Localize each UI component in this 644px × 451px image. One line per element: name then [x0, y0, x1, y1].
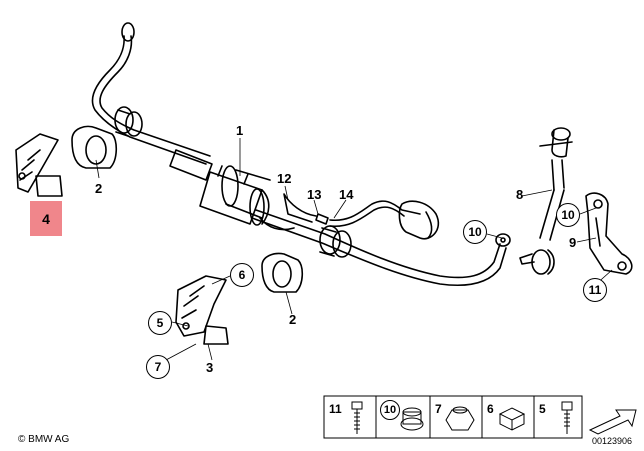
- callout-3: 3: [206, 360, 214, 375]
- document-number: 00123906: [592, 436, 633, 446]
- highlighted-part-4-label[interactable]: 4: [30, 201, 62, 236]
- bushing-upper: [71, 125, 118, 169]
- actuator: [169, 149, 271, 226]
- stabilizer-bar: [91, 22, 511, 287]
- bolt-5-icon: [561, 401, 573, 434]
- callout-6: 6: [230, 263, 254, 287]
- legend-label-5: 5: [539, 402, 546, 416]
- bar-mount-left: [114, 106, 143, 137]
- callout-2-upper: 2: [95, 181, 103, 196]
- sensor-cable: [259, 193, 440, 240]
- legend-label-7: 7: [435, 402, 442, 416]
- callout-2-lower: 2: [289, 312, 297, 327]
- callout-10-right: 10: [556, 203, 580, 227]
- callout-12: 12: [277, 171, 292, 186]
- copyright-text: © BMW AG: [18, 434, 70, 445]
- legend-label-11: 11: [329, 402, 342, 416]
- clamp-upper: [15, 133, 63, 197]
- legend-label-10: 10: [380, 400, 400, 420]
- callout-1: 1: [236, 123, 244, 138]
- leader-lines: [95, 138, 613, 361]
- callout-11: 11: [583, 278, 607, 302]
- arrow-symbol-icon: [588, 409, 637, 435]
- callout-14: 14: [339, 187, 354, 202]
- callout-8: 8: [516, 187, 524, 202]
- callout-7: 7: [146, 355, 170, 379]
- legend-label-6: 6: [487, 402, 494, 416]
- square-nut-6-icon: [498, 407, 526, 431]
- callout-9: 9: [569, 235, 577, 250]
- callout-10-left: 10: [463, 220, 487, 244]
- link-bracket: [585, 192, 633, 275]
- bushing-lower: [261, 252, 304, 293]
- hardware-legend: [323, 395, 637, 439]
- callout-13: 13: [307, 187, 322, 202]
- link-rod: [519, 127, 573, 275]
- clamp-lower: [175, 275, 229, 345]
- callout-5: 5: [148, 311, 172, 335]
- bolt-11-icon: [351, 401, 363, 434]
- washer-nut-10-icon: [400, 407, 424, 431]
- nut-7-icon: [445, 406, 475, 431]
